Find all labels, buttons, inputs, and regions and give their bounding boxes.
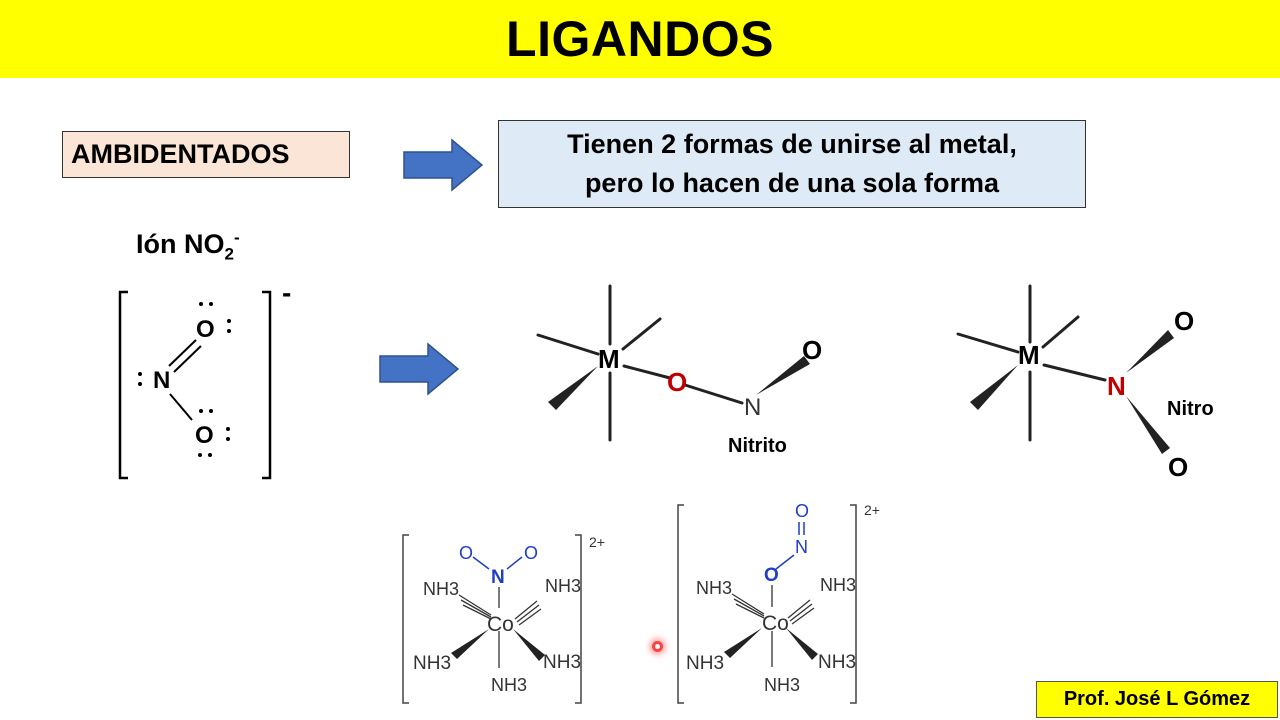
- lewis-oxygen-top: O: [196, 316, 215, 343]
- author-footer: Prof. José L Gómez: [1036, 681, 1278, 718]
- nitro-label: Nitro: [1167, 398, 1214, 420]
- left-nh3-top-right: NH3: [545, 576, 581, 596]
- left-no2-n: N: [491, 567, 505, 588]
- nitrito-nitrogen: N: [744, 394, 761, 421]
- page-title: LIGANDOS: [506, 11, 774, 67]
- left-nh3-bottom-right: NH3: [543, 652, 581, 673]
- complex-charge: 2+: [589, 534, 605, 550]
- left-nh3-bottom: NH3: [491, 675, 527, 695]
- nitro-oxygen-top: O: [1174, 306, 1194, 336]
- left-nh3-top-left: NH3: [423, 579, 459, 599]
- nitro-oxygen-bottom: O: [1168, 452, 1188, 482]
- nitro-structure: M N O O Nitro: [956, 284, 1214, 482]
- right-nh3-bottom: NH3: [764, 675, 800, 695]
- lewis-structure: - N O O: [118, 282, 291, 480]
- right-arrow-icon: [403, 138, 484, 192]
- nitro-nitrogen-donor: N: [1107, 371, 1126, 401]
- right-ono-n: N: [795, 537, 808, 557]
- right-ono-o2: O: [795, 501, 809, 521]
- lewis-oxygen-bottom: O: [195, 422, 214, 449]
- right-nh3-bottom-left: NH3: [686, 653, 724, 674]
- nitrito-oxygen-donor: O: [667, 367, 687, 397]
- laser-pointer-dot: [652, 641, 663, 652]
- ion-title-superscript: -: [233, 228, 240, 247]
- right-arrow-icon: [379, 342, 460, 396]
- nitro-complex: 2+ O O N Co NH3 NH3 NH3 NH3 NH3: [402, 534, 605, 704]
- nitrito-metal: M: [598, 344, 620, 374]
- left-center-co: Co: [487, 613, 514, 636]
- definition-box: Tienen 2 formas de unirse al metal, pero…: [498, 120, 1086, 208]
- ion-title-text: Ión NO: [136, 229, 225, 259]
- nitrito-complex: 2+ O N O Co NH3 NH3 NH3 NH3 NH3: [677, 501, 880, 704]
- nitro-metal: M: [1018, 340, 1040, 370]
- nitrito-label: Nitrito: [728, 435, 787, 457]
- left-nh3-bottom-left: NH3: [413, 653, 451, 674]
- nitrito-oxygen-terminal: O: [802, 335, 822, 365]
- category-label: AMBIDENTADOS: [62, 131, 350, 178]
- right-nh3-top-right: NH3: [820, 575, 856, 595]
- ion-title: Ión NO2-: [136, 228, 240, 264]
- definition-line-2: pero lo hacen de una sola forma: [584, 168, 1000, 198]
- ion-charge: -: [282, 282, 291, 308]
- right-center-co: Co: [762, 612, 789, 635]
- definition-line-1: Tienen 2 formas de unirse al metal,: [567, 129, 1017, 159]
- title-banner: LIGANDOS: [0, 0, 1280, 78]
- right-nh3-top-left: NH3: [696, 578, 732, 598]
- ion-title-subscript: 2: [224, 244, 234, 264]
- right-ono-o: O: [764, 565, 779, 586]
- right-nh3-bottom-right: NH3: [818, 652, 856, 673]
- nitrito-structure: M O N O Nitrito: [536, 284, 822, 457]
- lewis-nitrogen: N: [153, 367, 170, 394]
- left-no2-o2: O: [524, 543, 538, 563]
- complex-charge: 2+: [864, 502, 880, 518]
- left-no2-o1: O: [459, 543, 473, 563]
